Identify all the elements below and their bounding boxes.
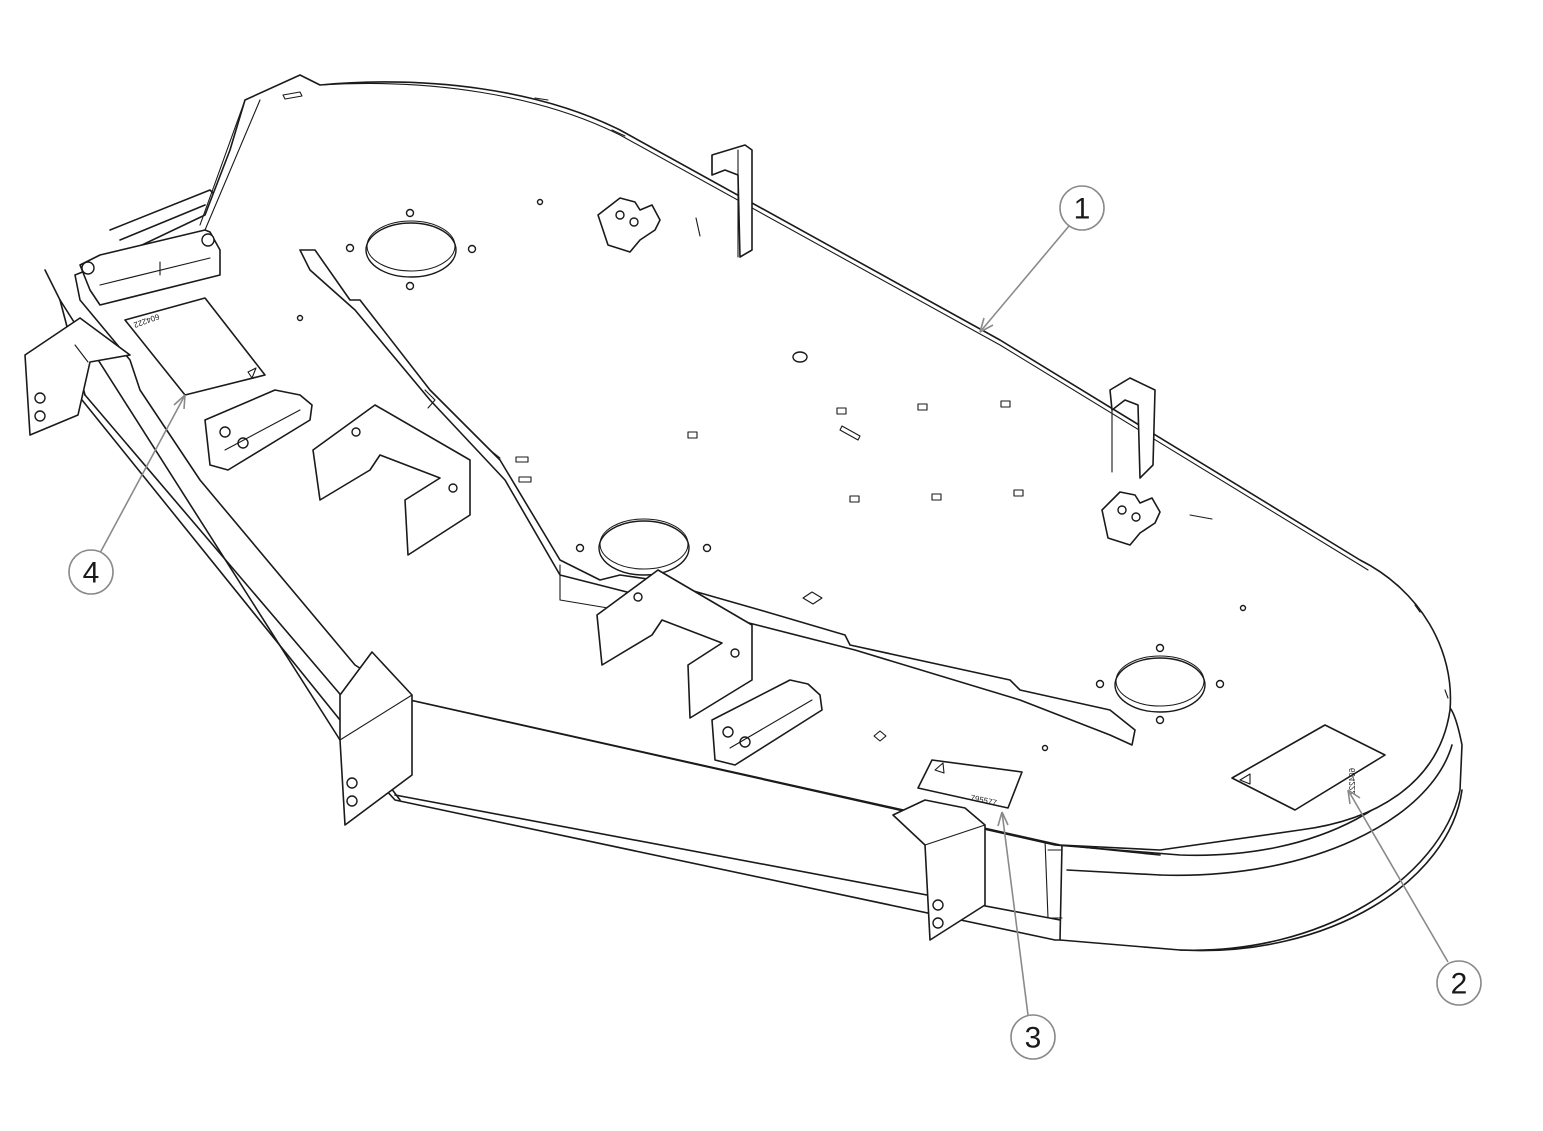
- decal-right: 604222: [1231, 724, 1386, 811]
- callout-3-label: 3: [1025, 1022, 1042, 1055]
- callout-4[interactable]: 4: [68, 549, 114, 595]
- decal-left: 604222: [124, 297, 266, 396]
- corner-brackets: [24, 317, 986, 941]
- hinge-brackets: [597, 197, 1161, 546]
- callout-1[interactable]: 1: [1059, 185, 1105, 231]
- callout-1-label: 1: [1074, 193, 1091, 226]
- callout-2-label: 2: [1451, 968, 1468, 1001]
- spindle-hole-left: [365, 222, 457, 278]
- belt-guide-posts: [711, 144, 1156, 479]
- deck-slots: [296, 198, 1247, 752]
- callout-2[interactable]: 2: [1436, 960, 1482, 1006]
- decal-right-code: 604222: [1348, 768, 1357, 795]
- u-brackets: [312, 404, 753, 719]
- spindle-openings: [345, 208, 1225, 725]
- spindle-hole-center: [598, 520, 690, 576]
- callouts: 1 2 3 4: [68, 185, 1482, 1060]
- spindle-hole-right: [1114, 657, 1206, 713]
- lift-arm-brackets: [79, 229, 823, 766]
- callout-4-label: 4: [83, 557, 100, 590]
- callout-3[interactable]: 3: [1010, 1014, 1056, 1060]
